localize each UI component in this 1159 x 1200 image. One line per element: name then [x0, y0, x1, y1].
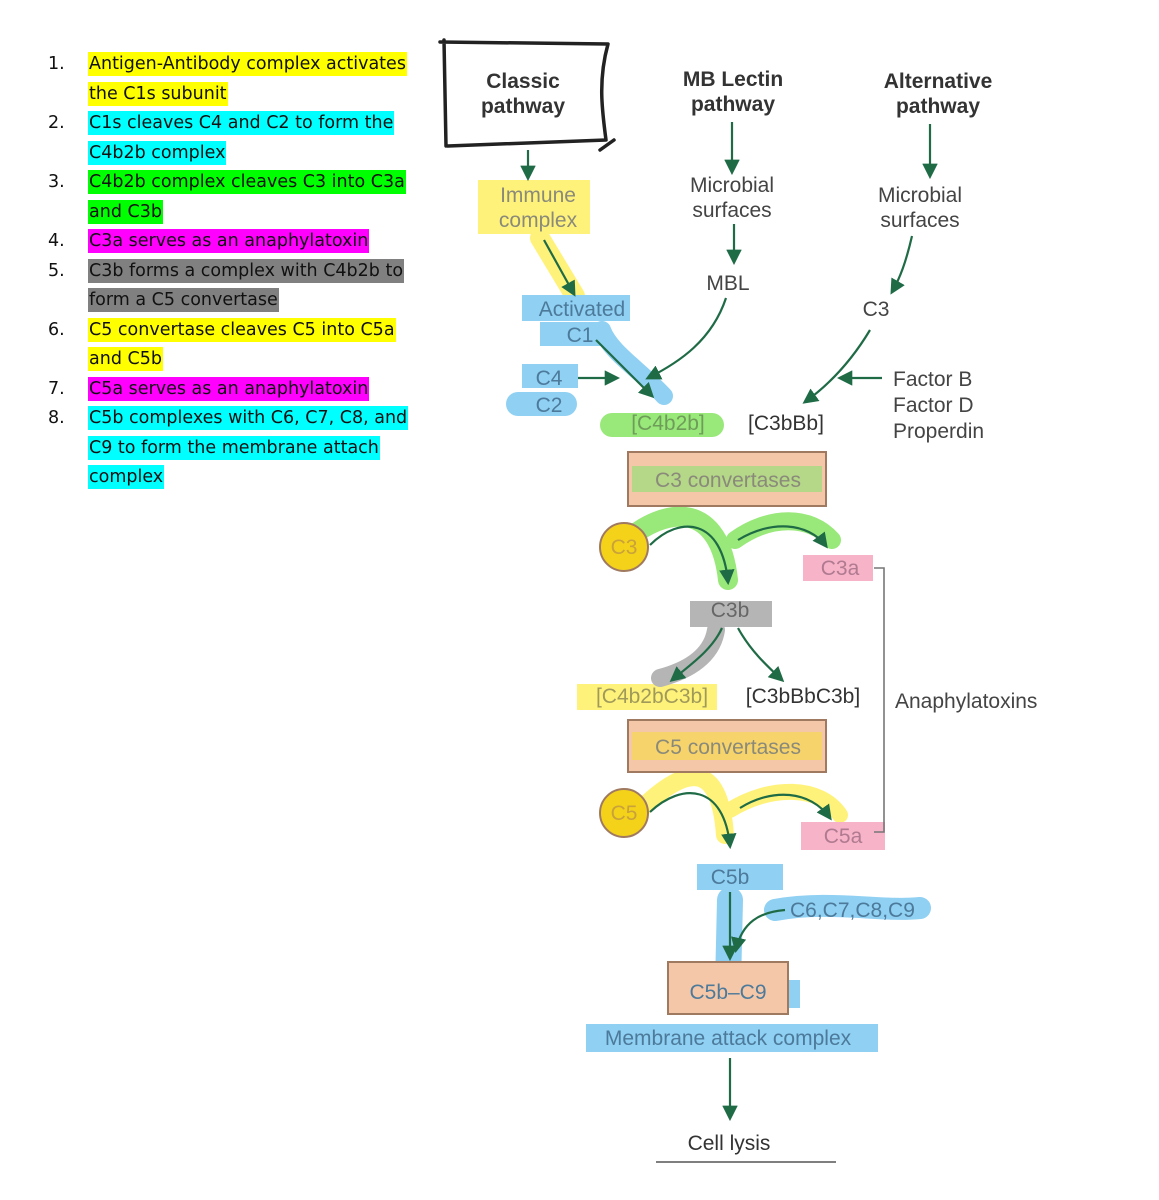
step-number: 8. [48, 408, 65, 428]
step-number: 3. [48, 172, 65, 192]
c3b-label: C3b [711, 599, 750, 622]
step-number: 5. [48, 260, 65, 281]
step-number: 4. [48, 231, 65, 251]
mac-label: Membrane attack complex [605, 1027, 852, 1050]
mbl-label: MBL [706, 272, 749, 295]
step-number: 7. [48, 378, 65, 399]
anaphylatoxins-label: Anaphylatoxins [895, 690, 1037, 713]
step-item: 3.C4b2b complex cleaves C3 into C3a and … [48, 168, 408, 227]
c5b-label: C5b [711, 866, 750, 889]
anaphylatoxin-bracket [874, 567, 885, 833]
step-text: C5a serves as an anaphylatoxin [88, 376, 370, 401]
step-item: 5.C3b forms a complex with C4b2b to form… [48, 257, 408, 316]
step-text: C3a serves as an anaphylatoxin [88, 229, 370, 253]
c3bbbc3b-label: [C3bBbC3b] [746, 685, 860, 708]
c3-label: C3 [611, 536, 638, 559]
c3a-label: C3a [821, 557, 860, 580]
c3bbb-label: [C3bBb] [748, 412, 824, 435]
step-number: 2. [48, 113, 65, 133]
c4b2b-label: [C4b2b] [631, 412, 705, 435]
c5a-label: C5a [824, 825, 863, 848]
c5-circle [599, 788, 649, 838]
step-number: 6. [48, 319, 65, 340]
c6-c9-label: C6,C7,C8,C9 [790, 899, 915, 922]
step-item: 8.C5b complexes with C6, C7, C8, and C9 … [48, 404, 409, 493]
step-list: 1.Antigen-Antibody complex activates the… [48, 50, 409, 493]
c5b-c9-label: C5b–C9 [689, 981, 766, 1004]
step-item: 1.Antigen-Antibody complex activates the… [48, 50, 408, 109]
c2-label: C2 [536, 394, 563, 417]
c3-convertases-label: C3 convertases [655, 469, 801, 492]
step-item: 4. C3a serves as an anaphylatoxin [48, 227, 408, 257]
c4-label: C4 [536, 367, 563, 390]
cell-lysis-label: Cell lysis [688, 1132, 771, 1155]
c5b-c9-box [667, 961, 789, 1015]
step-item: 6.C5 convertase cleaves C5 into C5a and … [48, 316, 408, 375]
classic-pathway-box [438, 38, 616, 152]
c5-convertases-label: C5 convertases [655, 736, 801, 759]
c3-alt-label: C3 [863, 298, 890, 321]
step-item: 2.C1s cleaves C4 and C2 to form the C4b2… [48, 109, 408, 168]
c3-circle [599, 522, 649, 572]
step-item: 7. C5a serves as an anaphylatoxin [48, 375, 408, 405]
c5-label: C5 [611, 802, 638, 825]
arrows [520, 122, 938, 1122]
c4b2bc3b-label: [C4b2bC3b] [596, 685, 708, 708]
step-number: 1. [48, 54, 65, 74]
